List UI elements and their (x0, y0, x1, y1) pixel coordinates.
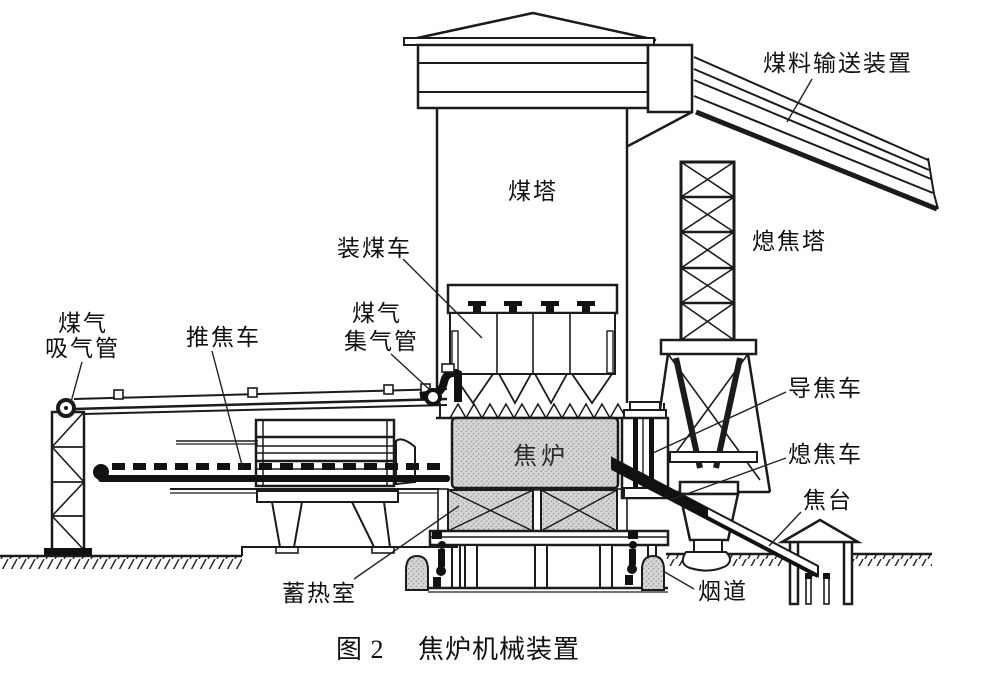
conveyor-head-house (646, 43, 694, 114)
pusher-ram (93, 463, 450, 482)
label-regenerator: 蓄热室 (282, 581, 357, 606)
coke-wharf-shed (777, 518, 863, 606)
flue-valve-right (625, 531, 638, 585)
diagram-labels: 煤料输送装置 煤塔 熄焦塔 装煤车 煤气 集气管 推焦车 煤气 吸气管 导焦车 … (45, 51, 913, 606)
leader-pusher-car (211, 350, 244, 470)
label-coke-guide-car: 导焦车 (788, 376, 863, 401)
leader-lines (70, 78, 813, 590)
flue-dome-right (641, 554, 665, 591)
leader-gas-collecting-main (390, 353, 430, 390)
label-gas-collecting-main-2: 集气管 (344, 329, 419, 354)
label-pusher-car: 推焦车 (186, 325, 261, 350)
oven-basement (405, 529, 670, 593)
gas-collecting-main (419, 363, 462, 406)
leader-quenching-car (669, 457, 787, 501)
coal-conveyor-gallery (693, 56, 939, 212)
gas-suction-pipe (56, 383, 448, 418)
tower-lattice-bracing (680, 161, 735, 341)
figure-caption: 图 2 焦炉机械装置 (336, 635, 580, 664)
leader-charging-car (402, 258, 483, 339)
coke-oven-block: 焦炉 (450, 416, 620, 490)
leader-flue (662, 570, 695, 590)
leader-coke-wharf (768, 511, 802, 547)
leader-coal-conveyor (786, 78, 813, 123)
label-coal-tower: 煤塔 (508, 179, 558, 204)
coal-tower (403, 11, 694, 403)
flue-dome-left (405, 554, 429, 591)
pusher-machine (44, 383, 450, 556)
label-coal-conveyor: 煤料输送装置 (763, 51, 913, 76)
leader-regenerator (353, 505, 460, 580)
leader-gas-suction-pipe (70, 361, 83, 403)
charging-car-hopper-caps (468, 301, 595, 313)
head-house-strut (627, 110, 693, 148)
coke-chute (611, 456, 819, 578)
label-gas-suction-2: 吸气管 (45, 336, 120, 361)
leader-coke-guide-car (652, 391, 787, 454)
label-quenching-tower: 熄焦塔 (752, 229, 827, 254)
label-charging-car: 装煤车 (337, 236, 412, 261)
caption-title: 焦炉机械装置 (418, 635, 580, 664)
pusher-ram-guide-fin (395, 438, 416, 486)
quenching-tower (646, 160, 772, 494)
coke-oven-label: 焦炉 (513, 443, 569, 470)
flue-valve-left (432, 531, 446, 587)
label-quenching-car: 熄焦车 (788, 442, 863, 467)
pipe-support-column (44, 410, 92, 556)
regenerators (437, 488, 628, 534)
label-coke-wharf: 焦台 (803, 488, 853, 513)
label-gas-collecting-main-1: 煤气 (352, 301, 402, 326)
label-gas-suction-1: 煤气 (58, 311, 108, 336)
caption-number: 图 2 (336, 635, 385, 664)
label-flue: 烟道 (698, 579, 748, 604)
